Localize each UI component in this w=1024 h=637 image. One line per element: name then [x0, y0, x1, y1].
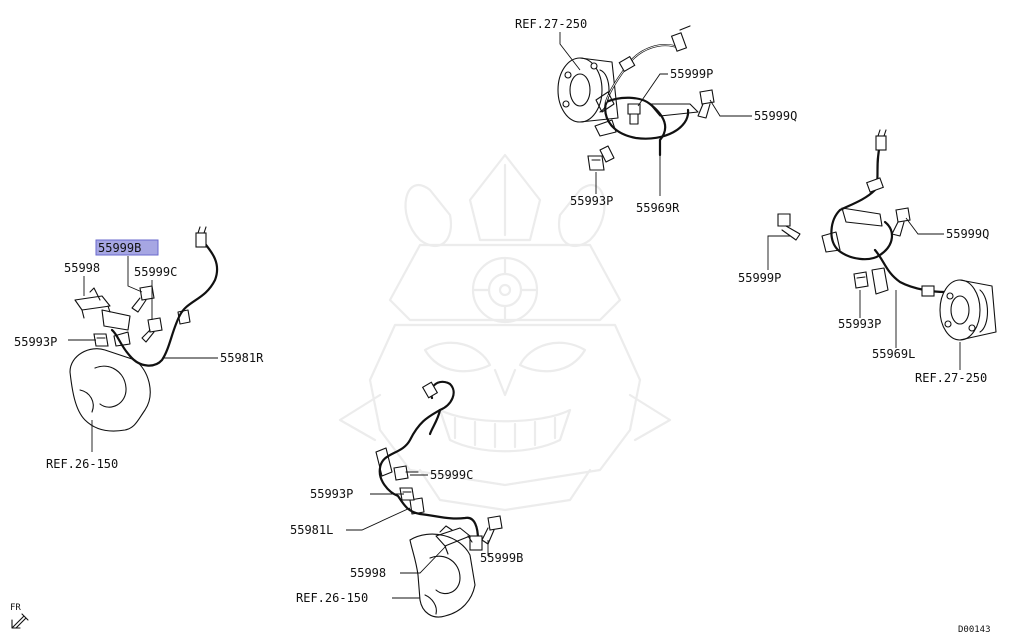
highlight-55999B [95, 239, 159, 256]
bolt-55999P-top [627, 103, 641, 125]
label-55999P-right[interactable]: 55999P [738, 271, 781, 285]
label-55999B-left[interactable]: 55999B [98, 241, 141, 255]
label-ref-26-150-bottom[interactable]: REF.26-150 [296, 591, 368, 605]
knuckle-bottom [409, 533, 476, 618]
front-arrow-icon [11, 613, 29, 629]
bracket-55998-left [74, 287, 111, 319]
label-ref-26-150-left[interactable]: REF.26-150 [46, 457, 118, 471]
label-ref-27-250-right[interactable]: REF.27-250 [915, 371, 987, 385]
label-55993P-right[interactable]: 55993P [838, 317, 881, 331]
bolt-55999C-bottom [393, 465, 419, 481]
label-55998-bottom[interactable]: 55998 [350, 566, 386, 580]
nut-55993P-bottom [399, 487, 415, 501]
bolt-55999C-left [141, 317, 163, 343]
sensor-harness-55969R [594, 25, 699, 163]
bracket-55998-bottom [435, 525, 473, 555]
label-55999P-top[interactable]: 55999P [670, 67, 713, 81]
label-55998-left[interactable]: 55998 [64, 261, 100, 275]
leader-lines [68, 32, 961, 599]
bolt-55999B-bottom [481, 515, 503, 545]
label-55999C-left[interactable]: 55999C [134, 265, 177, 279]
nut-55993P-right [853, 271, 869, 289]
label-55999B-bottom[interactable]: 55999B [480, 551, 523, 565]
nut-55993P-top [587, 155, 605, 171]
label-ref-27-250-top[interactable]: REF.27-250 [515, 17, 587, 31]
sensor-harness-55981L [375, 380, 483, 551]
bolt-55999B-left [131, 285, 155, 313]
sensor-harness-55969L [821, 129, 947, 297]
front-label: FR [10, 603, 21, 613]
label-55969L[interactable]: 55969L [872, 347, 915, 361]
samurai-helmet-watermark [338, 153, 672, 512]
hub-assembly-top [557, 57, 619, 123]
diagram-code: D00143 [958, 625, 991, 635]
bolt-55999Q-right [891, 207, 911, 237]
label-55993P-top[interactable]: 55993P [570, 194, 613, 208]
nut-55993P-left [93, 333, 109, 347]
label-55999Q-top[interactable]: 55999Q [754, 109, 797, 123]
label-55969R[interactable]: 55969R [636, 201, 680, 215]
label-55999Q-right[interactable]: 55999Q [946, 227, 989, 241]
sensor-harness-55981R [101, 226, 219, 367]
label-55999C-bottom[interactable]: 55999C [430, 468, 473, 482]
hub-assembly-right [939, 279, 997, 341]
label-55993P-left[interactable]: 55993P [14, 335, 57, 349]
label-55993P-bottom[interactable]: 55993P [310, 487, 353, 501]
label-55981R[interactable]: 55981R [220, 351, 264, 365]
label-55981L[interactable]: 55981L [290, 523, 333, 537]
bolt-55999Q-top [697, 89, 715, 119]
knuckle-left [69, 348, 151, 432]
bolt-55999P-right [777, 213, 801, 241]
